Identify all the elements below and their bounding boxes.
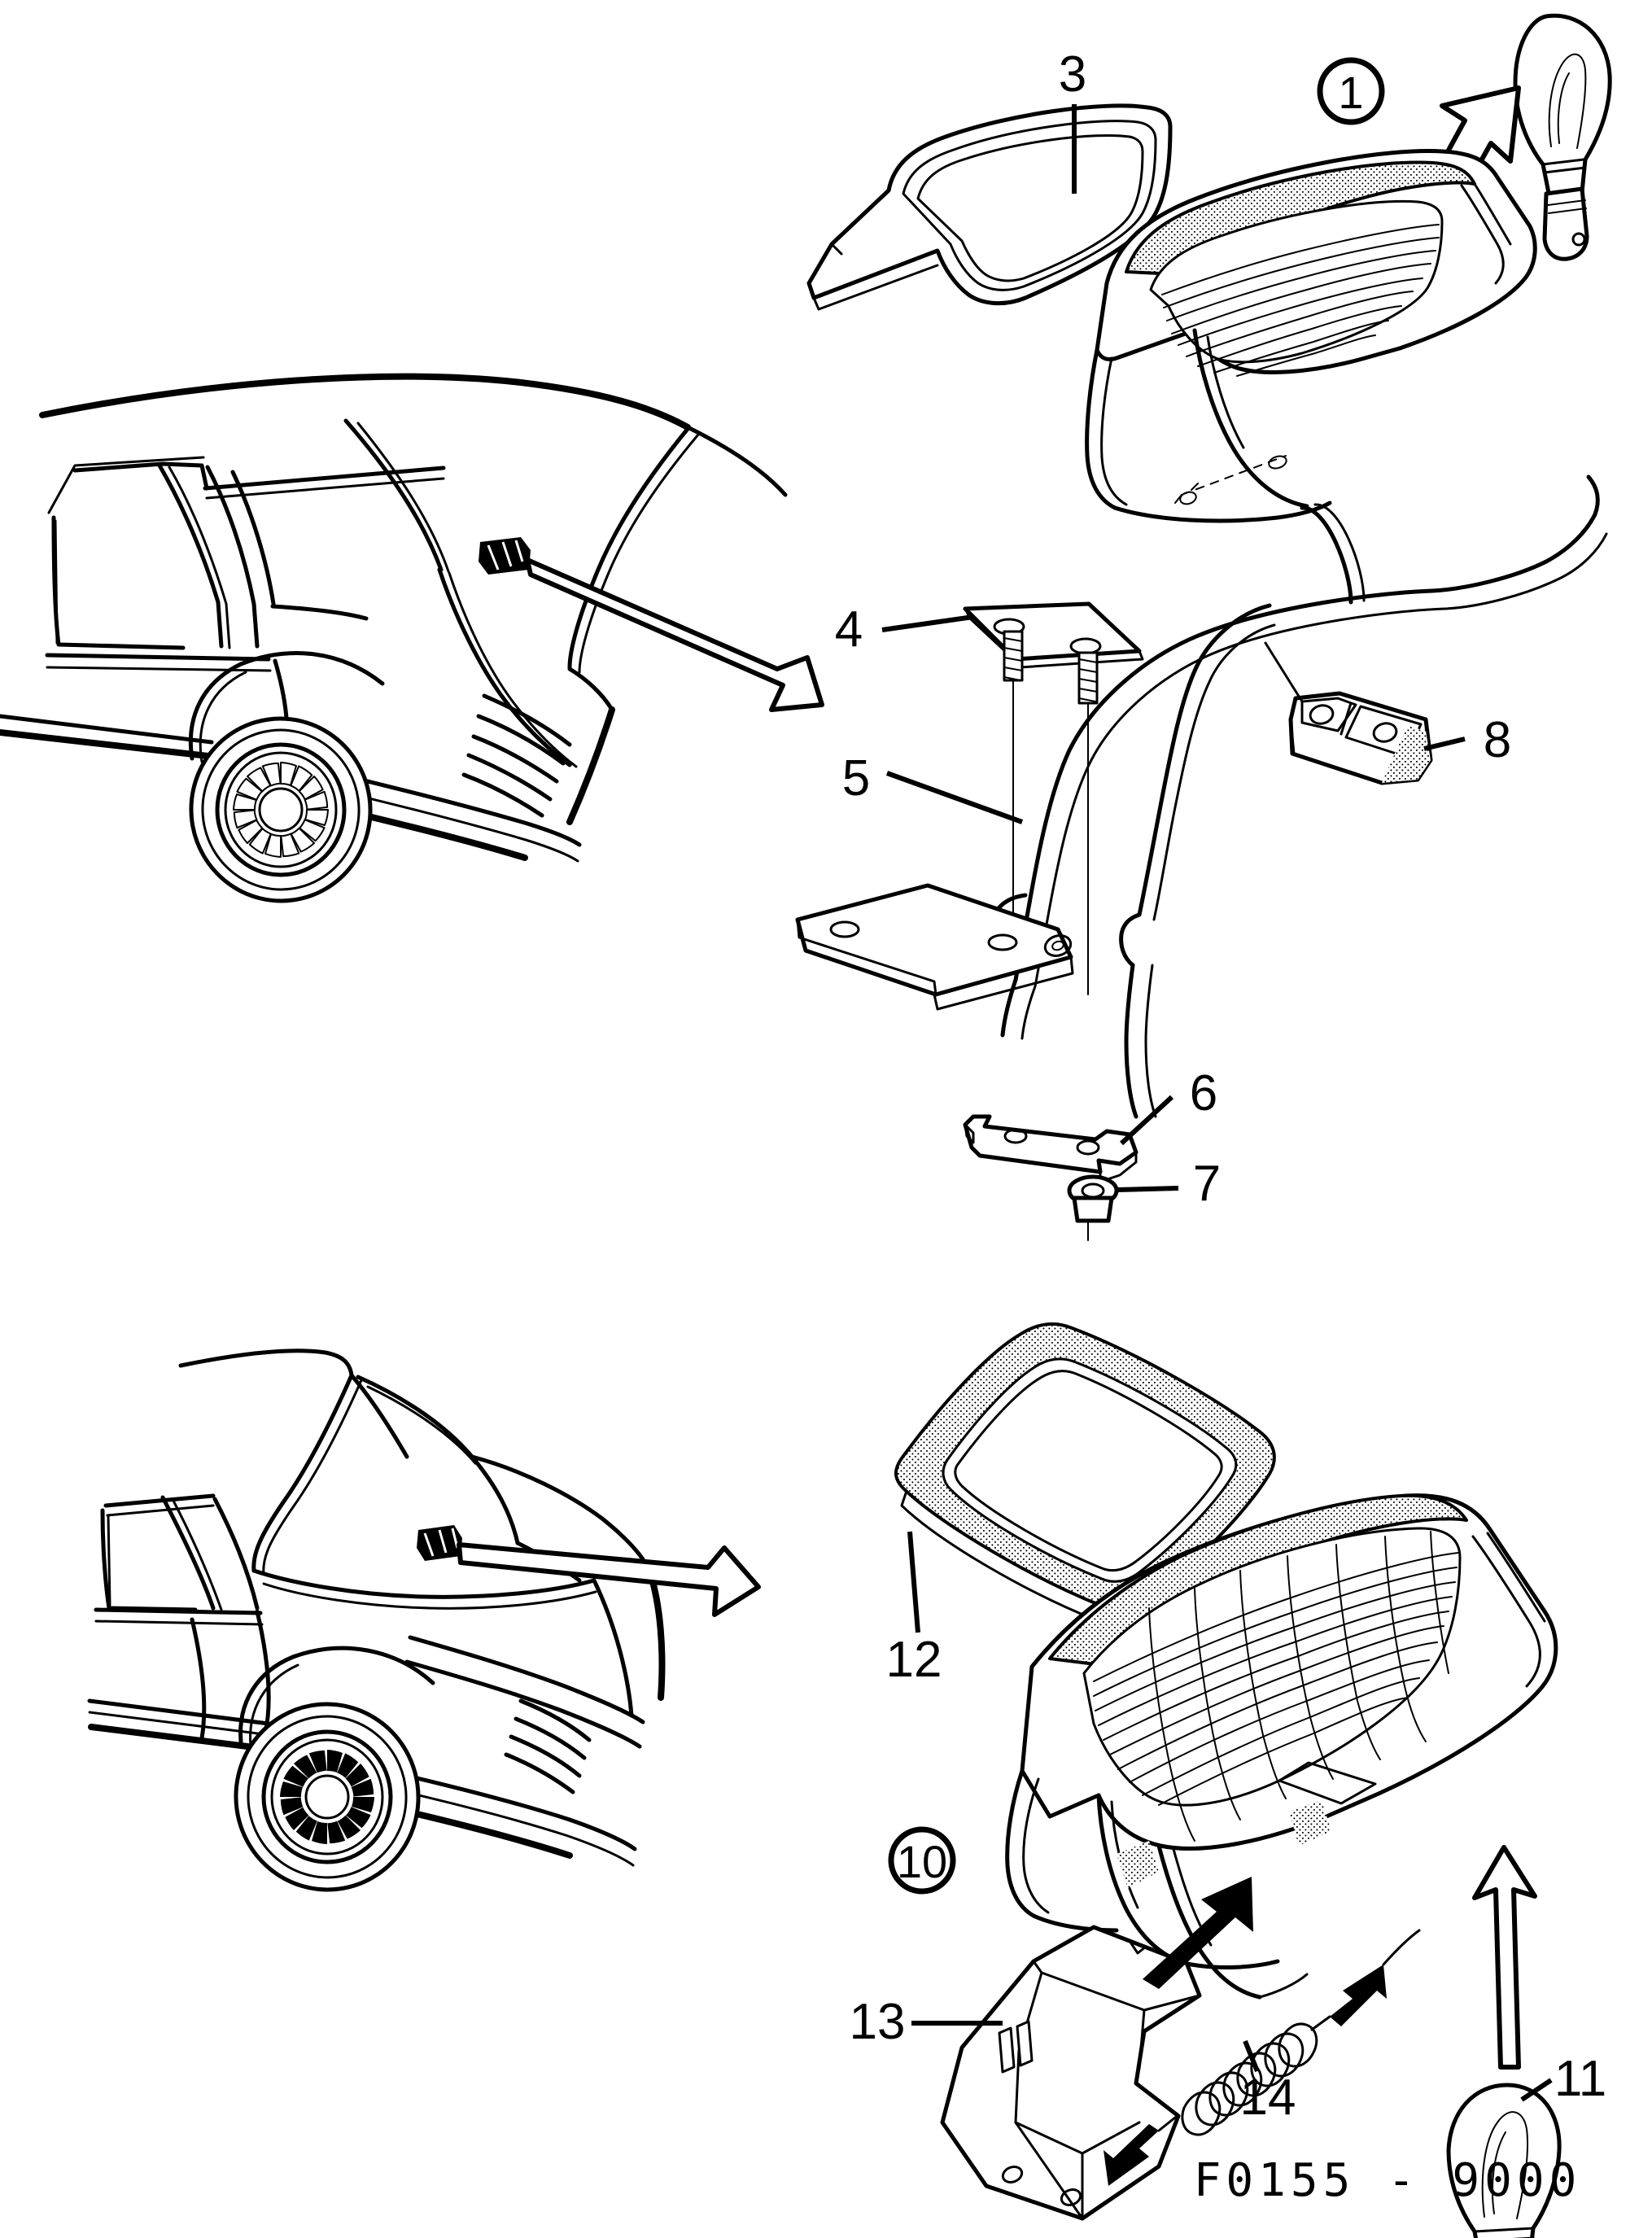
bulb-sedan xyxy=(1446,2083,1562,2238)
carrier-base-plate xyxy=(795,883,1074,1011)
leader-7 xyxy=(1116,1186,1179,1192)
tail-lamp-housing-sedan xyxy=(1005,1493,1558,2000)
tension-spring xyxy=(1104,1929,1421,2186)
callout-4-label[interactable]: 4 xyxy=(835,601,863,658)
callout-7-label[interactable]: 7 xyxy=(1193,1156,1221,1212)
explode-arrow-hatchback xyxy=(525,557,824,712)
lower-left-vehicle-illustration xyxy=(87,1348,761,1892)
mounting-plate-with-screws xyxy=(963,601,1144,995)
wheel-spokes-lower xyxy=(280,1750,374,1844)
wheel-spokes-upper xyxy=(233,762,329,858)
callout-10-label: 10 xyxy=(897,1836,947,1887)
lamp-location-marker-hatchback xyxy=(479,537,531,575)
callout-6-label[interactable]: 6 xyxy=(1190,1065,1217,1121)
leader-6 xyxy=(1119,1095,1174,1146)
leader-11 xyxy=(1520,2078,1553,2102)
callout-5-label[interactable]: 5 xyxy=(842,750,870,806)
tail-lamp-lens-sedan xyxy=(894,1322,1276,1623)
tail-lamp-lens-hatchback xyxy=(806,103,1173,311)
leader-12 xyxy=(907,1531,920,1633)
callout-13-label[interactable]: 13 xyxy=(850,1994,906,2050)
upper-left-vehicle-illustration xyxy=(0,373,824,903)
assembly-arrow-cover-to-housing xyxy=(1143,1877,1253,1989)
screw-right xyxy=(1077,651,1099,995)
lamp-location-marker-sedan xyxy=(417,1525,462,1561)
callout-labels: 1 3 4 5 6 7 8 10 11 12 13 14 xyxy=(835,46,1606,2126)
leader-5 xyxy=(885,771,1024,824)
rubber-buffer-pad xyxy=(1264,641,1433,785)
lens-grid-sedan xyxy=(1093,1531,1459,1842)
part-number: F0155 - 9000 xyxy=(1194,2154,1582,2207)
callout-leader-lines xyxy=(881,104,1553,2102)
explode-arrow-sedan xyxy=(457,1542,761,1617)
callout-8-label[interactable]: 8 xyxy=(1484,712,1511,768)
callout-3-label[interactable]: 3 xyxy=(1059,46,1086,103)
callout-14-label[interactable]: 14 xyxy=(1240,2070,1296,2126)
lamp-carrier-bracket xyxy=(988,474,1608,1119)
retaining-clip xyxy=(963,1114,1138,1183)
callout-1[interactable]: 1 xyxy=(1317,57,1385,125)
screw-left xyxy=(1003,630,1024,933)
callout-12-label[interactable]: 12 xyxy=(886,1632,942,1688)
bulb-hatchback xyxy=(1513,13,1612,261)
callout-11-label[interactable]: 11 xyxy=(1554,2051,1606,2107)
leader-8 xyxy=(1423,737,1466,751)
callout-1-label: 1 xyxy=(1338,67,1363,118)
assembly-arrow-bulb-sedan xyxy=(1472,1845,1537,2070)
nut-grommet xyxy=(1067,1174,1119,1241)
tail-lamp-housing-hatchback xyxy=(1085,149,1537,605)
callout-10[interactable]: 10 xyxy=(888,1826,956,1895)
leader-14 xyxy=(1243,2039,1260,2073)
leader-4 xyxy=(881,614,974,632)
